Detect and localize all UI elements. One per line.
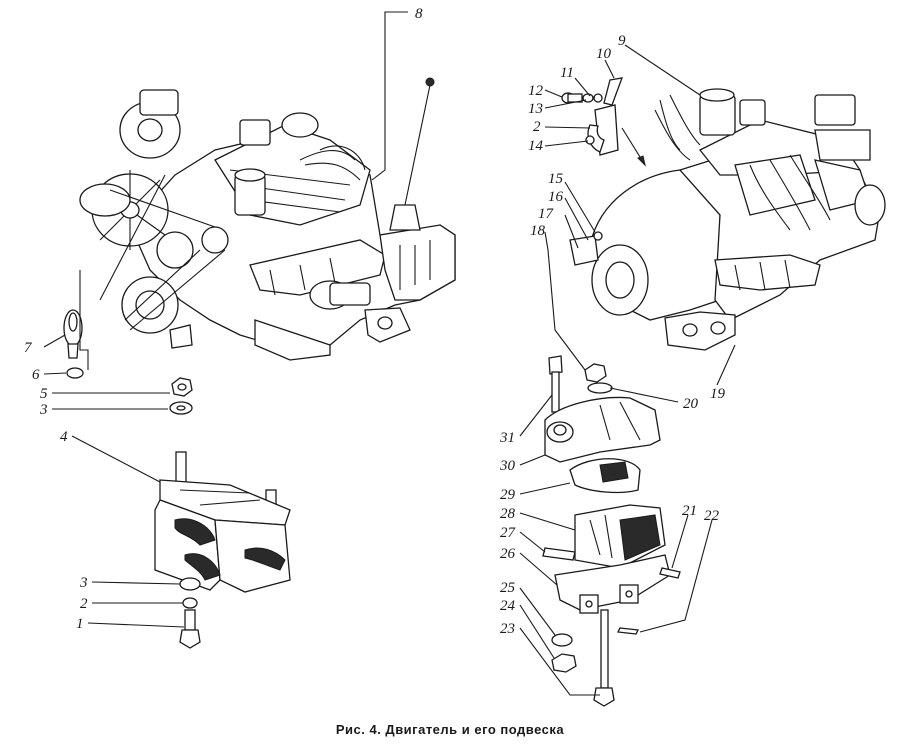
- part-22-cotter: [617, 627, 639, 635]
- callout-10: 10: [596, 46, 612, 62]
- callout-8: 8: [415, 6, 423, 22]
- callout-3-top: 3: [39, 402, 48, 418]
- part-1-bolt: [179, 609, 201, 649]
- callout-3-bottom: 3: [79, 575, 88, 591]
- callout-28: 28: [500, 506, 516, 522]
- part-30-upper-bracket: [544, 396, 661, 463]
- part-25-washer: [551, 633, 573, 647]
- callout-18: 18: [530, 223, 546, 239]
- left-engine-assembly: [79, 77, 456, 361]
- callout-1: 1: [76, 616, 84, 632]
- right-rear-mount-parts: [542, 355, 681, 707]
- left-mount-parts: [63, 309, 291, 649]
- part-23-long-bolt: [593, 609, 615, 707]
- part-27-plate: [542, 547, 576, 561]
- callout-21: 21: [682, 503, 697, 519]
- callout-4: 4: [60, 429, 68, 445]
- callout-23: 23: [500, 621, 515, 637]
- callout-26: 26: [500, 546, 516, 562]
- callout-20: 20: [683, 396, 699, 412]
- callout-24: 24: [500, 598, 516, 614]
- leader-lines: [43, 11, 736, 696]
- callout-7: 7: [24, 340, 33, 356]
- part-2-spring-washer: [182, 597, 198, 609]
- callout-13: 13: [528, 101, 543, 117]
- callout-25: 25: [500, 580, 516, 596]
- callout-labels: 8 9 10 11 12 13 2 14 15 16 17 18 19 20 3…: [24, 6, 726, 637]
- callout-30: 30: [499, 458, 516, 474]
- part-3-washer-bottom: [179, 577, 201, 591]
- callout-27: 27: [500, 525, 517, 541]
- part-28-rubber-cushion: [574, 504, 666, 569]
- part-4-front-cushion: [154, 451, 291, 593]
- callout-22: 22: [704, 508, 720, 524]
- callout-16: 16: [548, 189, 564, 205]
- callout-17: 17: [538, 206, 555, 222]
- part-6-washer: [66, 367, 84, 379]
- callout-2-left: 2: [80, 596, 88, 612]
- callout-2-right: 2: [533, 119, 541, 135]
- figure-caption: Рис. 4. Двигатель и его подвеска: [335, 722, 565, 737]
- right-engine-assembly: [561, 77, 886, 351]
- part-31-bolt: [548, 355, 563, 413]
- callout-14: 14: [528, 138, 544, 154]
- part-21-pin: [659, 567, 681, 579]
- callout-6: 6: [32, 367, 40, 383]
- engine-mount-diagram: 8 9 10 11 12 13 2 14 15 16 17 18 19 20 3…: [24, 6, 886, 707]
- callout-12: 12: [528, 83, 544, 99]
- part-20-castle-nut: [584, 363, 607, 383]
- callout-15: 15: [548, 171, 564, 187]
- callout-5: 5: [40, 386, 48, 402]
- callout-31: 31: [499, 430, 515, 446]
- part-26-lower-bracket: [554, 554, 671, 614]
- callout-19: 19: [710, 386, 726, 402]
- part-24-nut: [551, 653, 577, 673]
- callout-29: 29: [500, 487, 516, 503]
- callout-11: 11: [560, 65, 574, 81]
- callout-9: 9: [618, 33, 626, 49]
- part-7-eye-bolt: [63, 309, 83, 359]
